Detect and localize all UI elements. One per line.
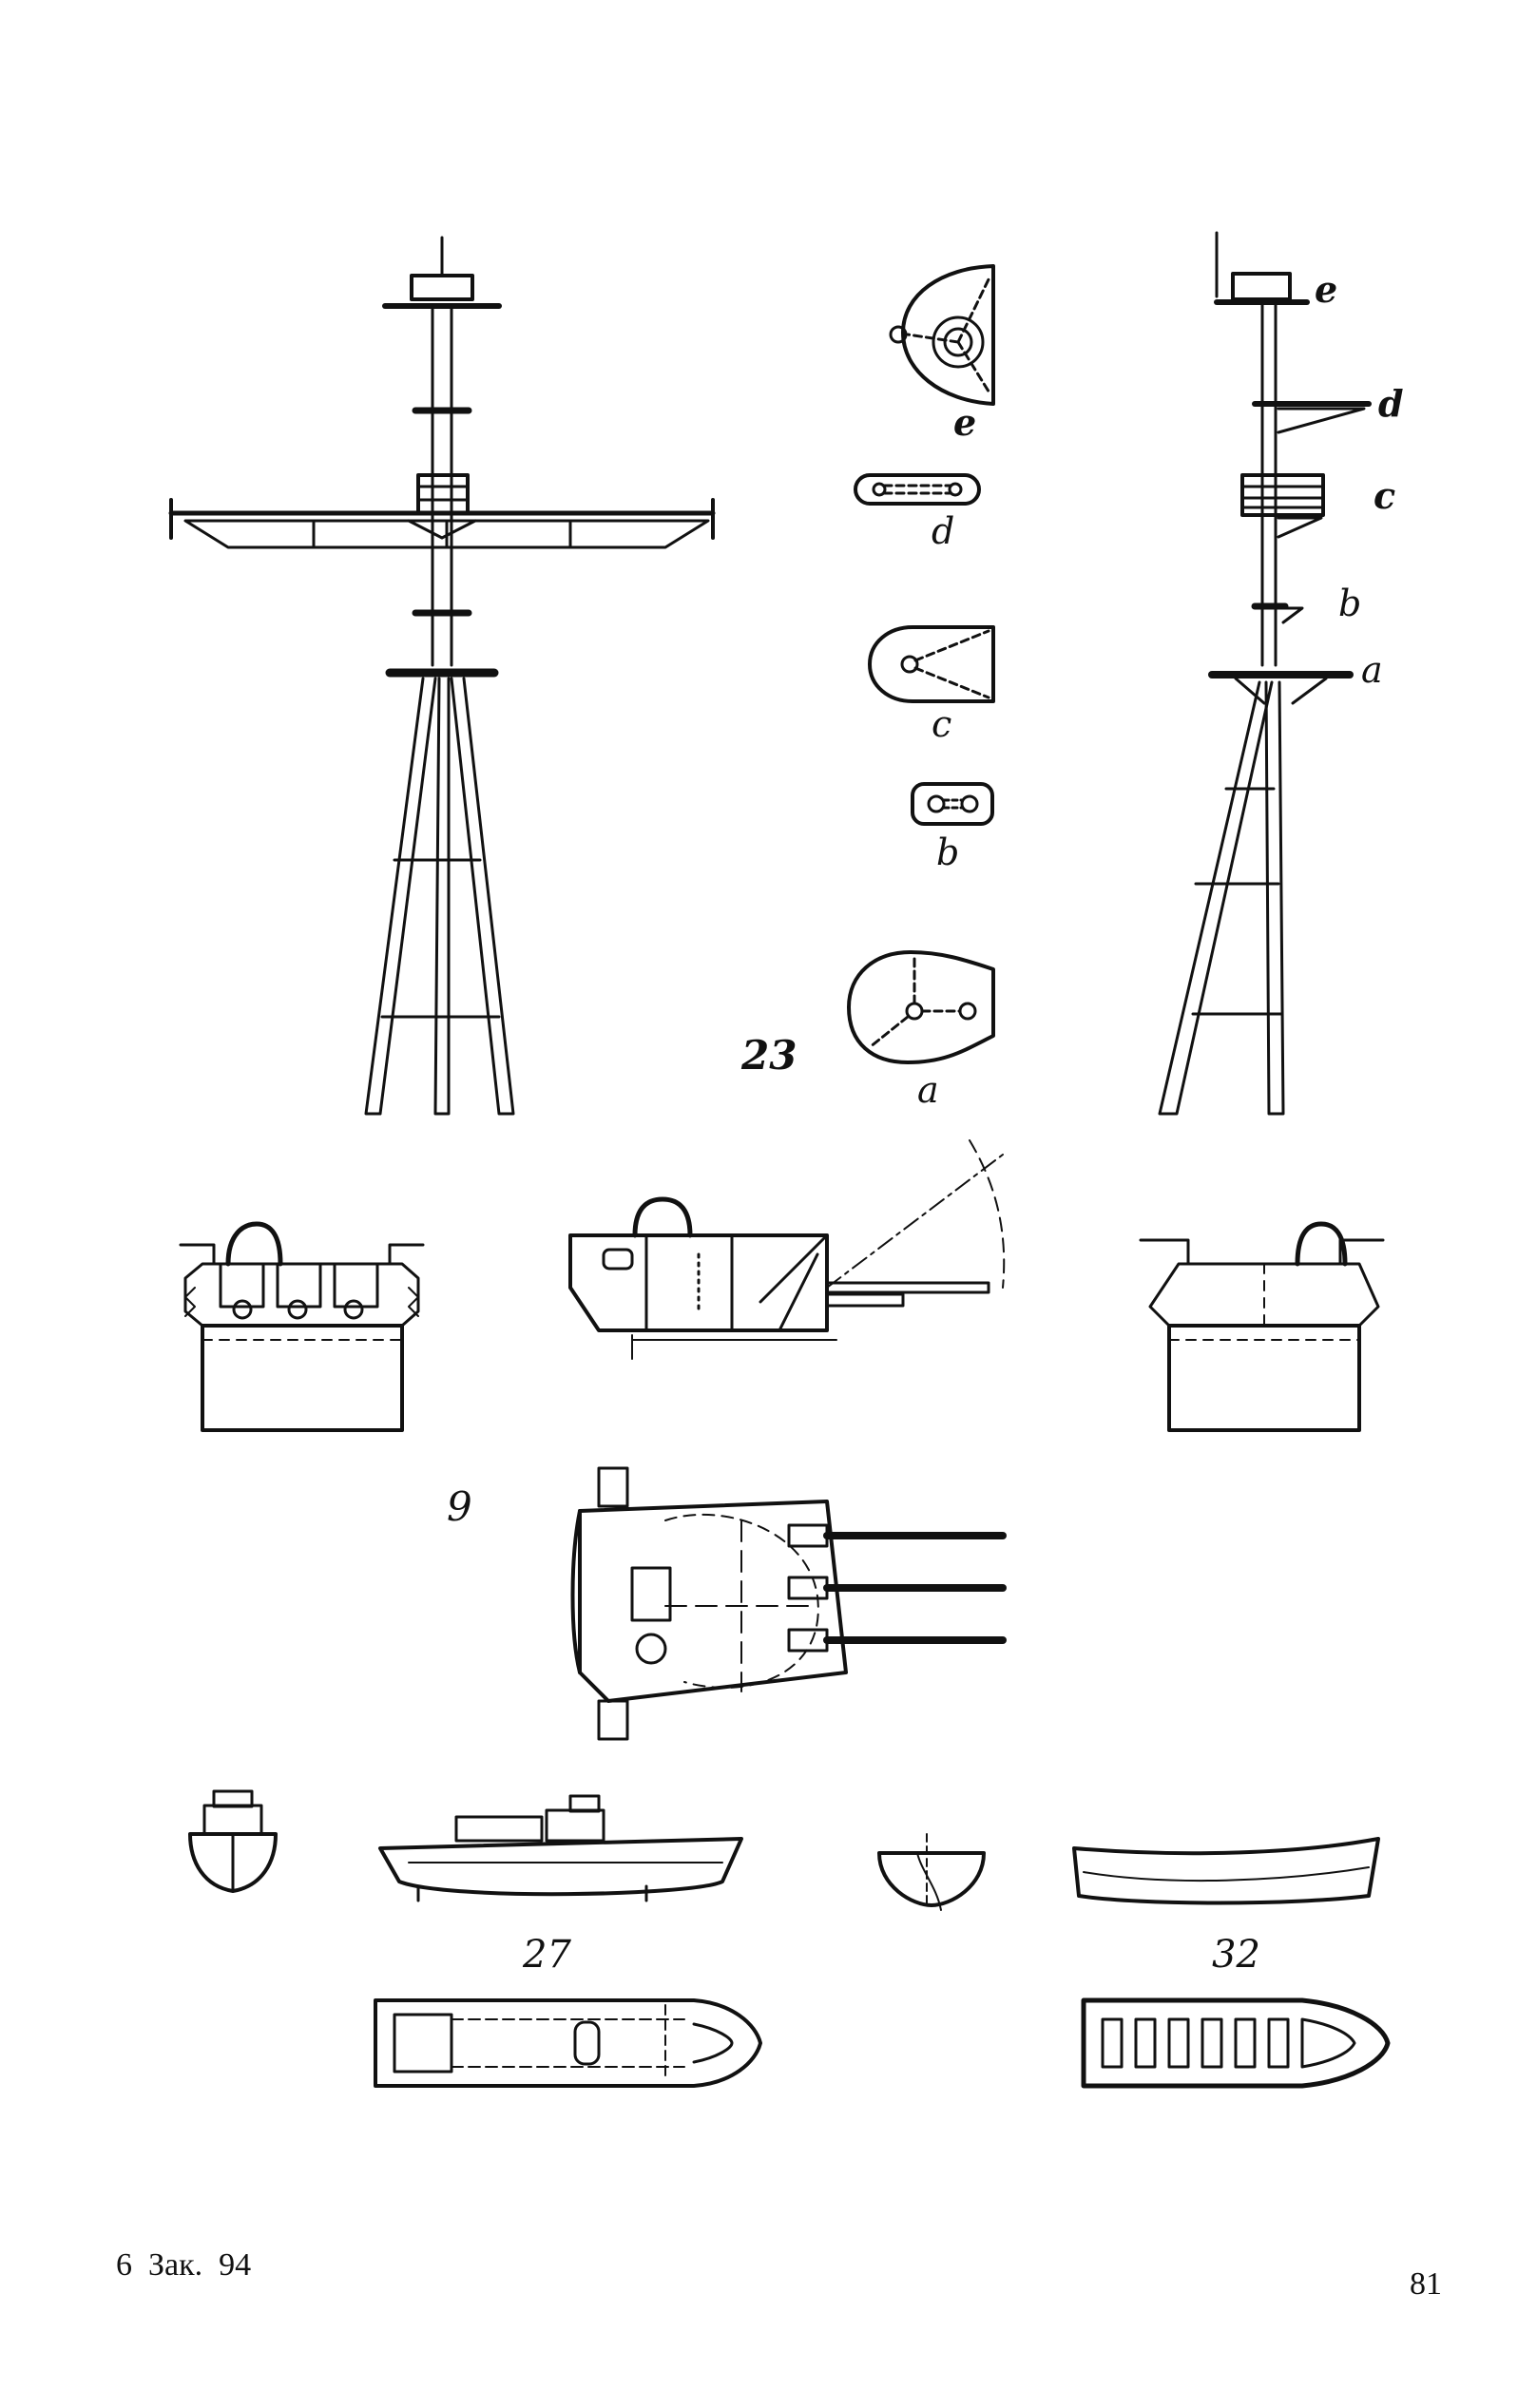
front-mast-drawing [168,236,716,1116]
platform-label-b: b [936,831,959,873]
figure-number-motor-boat: 27 [522,1933,571,1977]
platform-label-c: c [932,703,951,745]
turret-rear-view [1139,1221,1385,1432]
rowing-boat-drawing [877,1833,1391,2089]
side-mast-label-b: b [1338,583,1361,624]
side-mast-label-c: c [1374,474,1395,517]
figure-number-mast: 23 [740,1032,797,1079]
figure-number-turret: 9 [447,1483,472,1530]
platform-label-a: a [917,1069,939,1111]
mast-platform-details [847,264,995,1064]
page-number: 81 [1410,2266,1442,2302]
turret-front-view [179,1221,425,1432]
side-mast-drawing [1158,231,1372,1116]
side-mast-label-e: e [1315,268,1337,311]
motor-boat-drawing [188,1789,762,2088]
footer-signature: 6 Зак. 94 [116,2247,252,2283]
platform-label-e: e [953,401,976,444]
platform-label-d: d [932,510,954,552]
turret-top-view [570,1466,1007,1741]
turret-side-view [568,1139,1006,1360]
figure-number-rowing-boat: 32 [1212,1933,1260,1977]
side-mast-label-a: a [1361,649,1383,691]
side-mast-label-d: d [1378,382,1404,425]
